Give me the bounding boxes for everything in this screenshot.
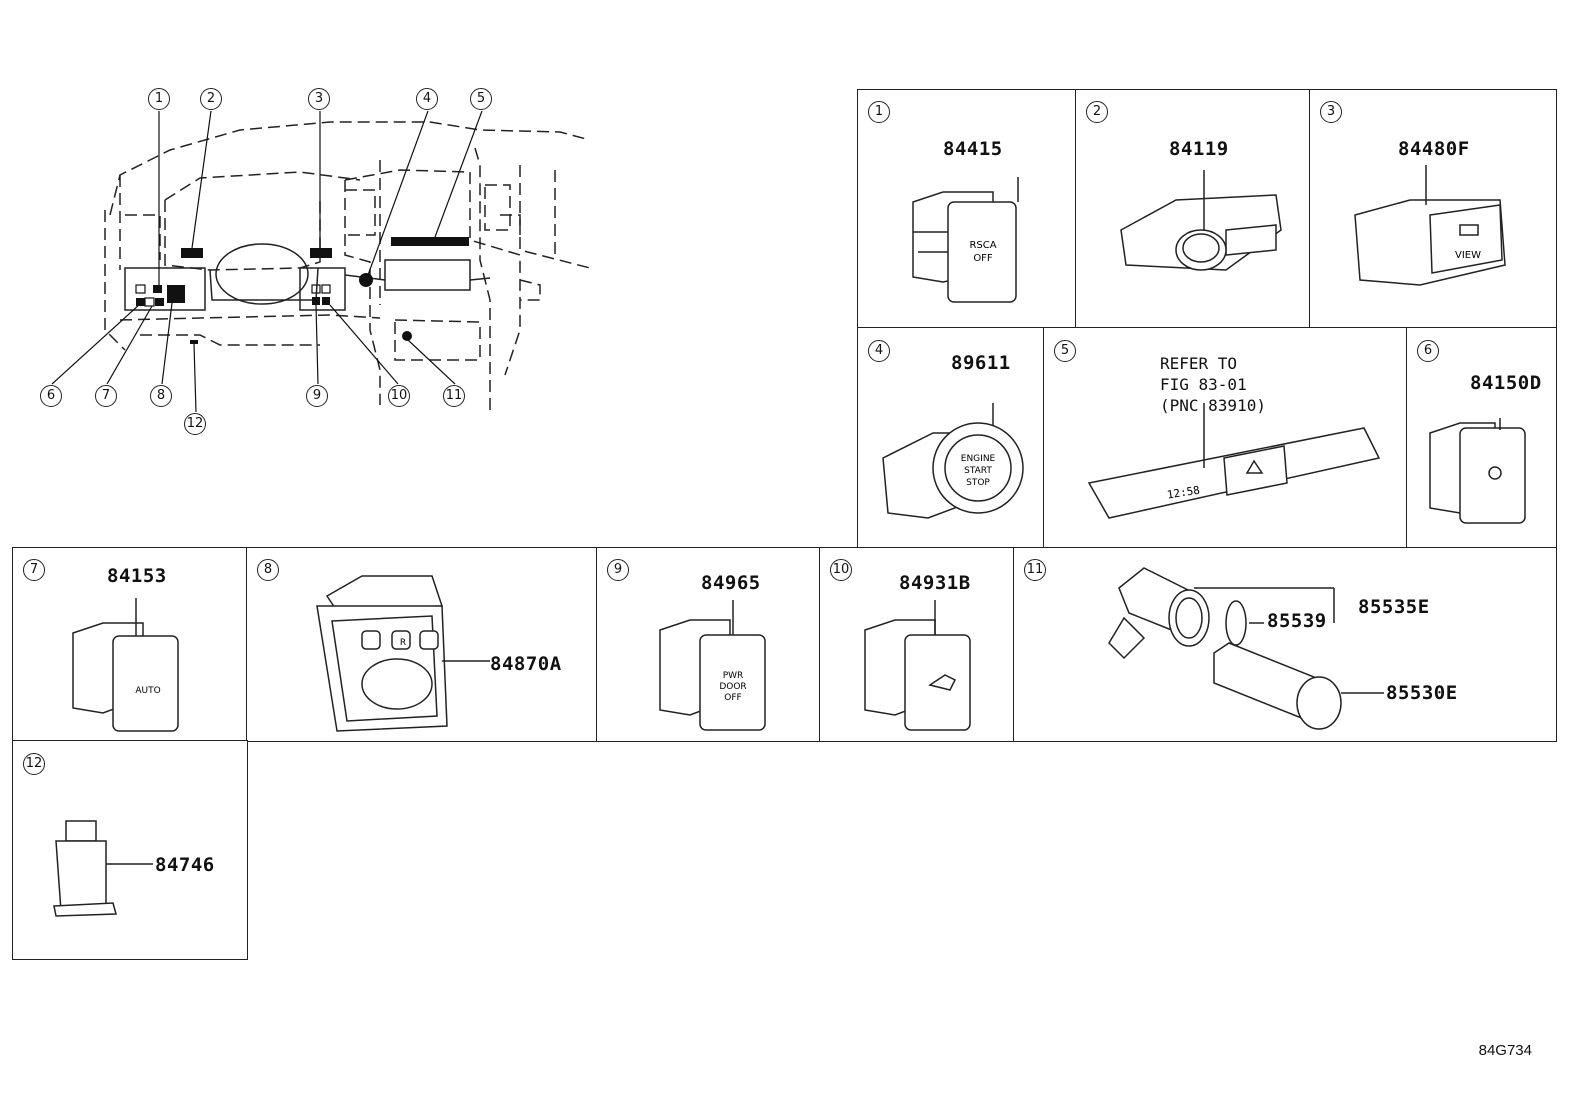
part-number-84870A: 84870A [490, 653, 562, 675]
panel-number: 12 [23, 753, 45, 775]
panel-number: 11 [1024, 559, 1046, 581]
panel-11: 11 85535E 85539 85530E [1013, 547, 1557, 742]
auto-label: AUTO [135, 686, 160, 696]
view-switch-icon: VIEW [1350, 165, 1520, 295]
panel-10: 10 84931B [819, 547, 1015, 742]
svg-text:RSCA: RSCA [969, 240, 996, 251]
part-number-84746: 84746 [155, 854, 215, 876]
panel-7: 7 84153 AUTO [12, 547, 248, 742]
panel-number: 8 [257, 559, 279, 581]
power-door-off-switch-icon: PWR DOOR OFF [655, 600, 785, 735]
part-number-84119: 84119 [1169, 138, 1229, 160]
svg-text:R: R [400, 638, 406, 648]
panel-number: 6 [1417, 340, 1439, 362]
part-number-85530E: 85530E [1386, 682, 1458, 704]
rear-door-switch-icon [860, 600, 990, 735]
callout-6: 6 [40, 385, 62, 407]
callout-9: 9 [306, 385, 328, 407]
panel-number: 2 [1086, 101, 1108, 123]
small-connector-switch-icon [51, 816, 191, 926]
panel-4: 4 89611 ENGINE START STOP [857, 327, 1045, 549]
panel-number: 9 [607, 559, 629, 581]
svg-text:START: START [964, 466, 992, 476]
panel-number: 1 [868, 101, 890, 123]
part-number-85539: 85539 [1267, 610, 1327, 632]
figure-code: 84G734 [1478, 1042, 1532, 1059]
svg-text:12:58: 12:58 [1166, 484, 1201, 502]
dashboard-overview [51, 110, 591, 413]
part-number-84415: 84415 [943, 138, 1003, 160]
refer-to-note: REFER TO FIG 83-01 (PNC 83910) [1160, 354, 1266, 415]
panel-number: 5 [1054, 340, 1076, 362]
callout-2: 2 [200, 88, 222, 110]
callout-1: 1 [148, 88, 170, 110]
panel-5: 5 REFER TO FIG 83-01 (PNC 83910) 12:58 [1043, 327, 1408, 549]
callout-3: 3 [308, 88, 330, 110]
center-display-panel-icon: 12:58 [1084, 403, 1394, 528]
callout-5: 5 [470, 88, 492, 110]
part-number-85535E: 85535E [1358, 596, 1430, 618]
headlight-cleaner-switch-icon [1425, 418, 1545, 538]
svg-text:STOP: STOP [966, 478, 990, 488]
part-number-84480F: 84480F [1398, 138, 1470, 160]
view-label: VIEW [1455, 250, 1481, 261]
svg-text:OFF: OFF [973, 253, 993, 264]
part-number-84150D: 84150D [1470, 372, 1542, 394]
callout-10: 10 [388, 385, 410, 407]
callout-8: 8 [150, 385, 172, 407]
svg-text:ENGINE: ENGINE [961, 454, 996, 464]
svg-text:PWR: PWR [723, 671, 744, 681]
part-number-84153: 84153 [107, 565, 167, 587]
callout-7: 7 [95, 385, 117, 407]
mirror-switch-icon: R [302, 566, 552, 736]
svg-text:OFF: OFF [724, 693, 741, 703]
panel-12: 12 84746 [12, 740, 248, 960]
panel-2: 2 84119 [1075, 89, 1311, 329]
panel-number: 3 [1320, 101, 1342, 123]
svg-text:DOOR: DOOR [719, 682, 746, 692]
panel-3: 3 84480F VIEW [1309, 89, 1557, 329]
callout-4: 4 [416, 88, 438, 110]
power-outlet-socket-icon [1104, 563, 1354, 743]
panel-number: 10 [830, 559, 852, 581]
dial-switch-icon [1116, 170, 1286, 290]
part-number-84965: 84965 [701, 572, 761, 594]
part-number-84931B: 84931B [899, 572, 971, 594]
panel-9: 9 84965 PWR DOOR OFF [596, 547, 821, 742]
auto-headlight-switch-icon: AUTO [68, 598, 198, 728]
rsca-off-switch-icon: RSCA OFF [903, 172, 1033, 302]
panel-6: 6 84150D [1406, 327, 1557, 549]
panel-number: 7 [23, 559, 45, 581]
part-number-89611: 89611 [951, 352, 1011, 374]
panel-1: 1 84415 RSCA OFF [857, 89, 1077, 329]
panel-8: 8 84870A R [246, 547, 598, 742]
callout-11: 11 [443, 385, 465, 407]
engine-start-button-icon: ENGINE START STOP [878, 403, 1028, 533]
callout-12: 12 [184, 413, 206, 435]
panel-number: 4 [868, 340, 890, 362]
